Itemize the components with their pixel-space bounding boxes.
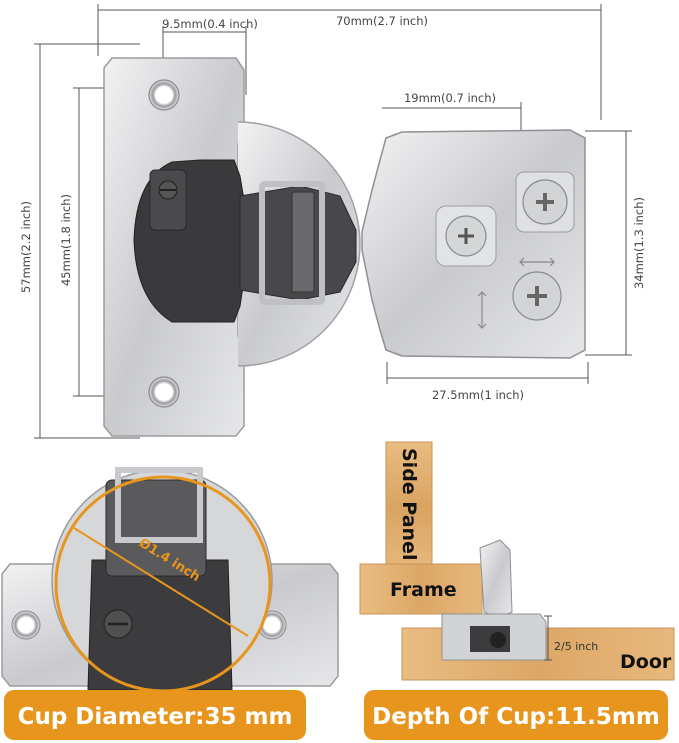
overall-width-label: 70mm(2.7 inch) xyxy=(336,14,428,28)
mounting-hole-bottom xyxy=(148,376,180,408)
mounting-hole-top xyxy=(148,79,180,111)
dimension-labels: 70mm(2.7 inch) 9.5mm(0.4 inch) 19mm(0.7 … xyxy=(19,14,646,402)
overlay-label: 2/5 inch xyxy=(554,640,598,653)
cup-diameter-line xyxy=(73,527,249,637)
cup-diameter-banner: Cup Diameter:35 mm xyxy=(4,690,306,740)
door-label: Door xyxy=(620,651,672,673)
side-panel-board xyxy=(385,441,433,573)
total-height-label: 57mm(2.2 inch) xyxy=(19,201,33,293)
hinge-side-arm xyxy=(479,539,513,619)
arm-offset-label: 19mm(0.7 inch) xyxy=(404,91,496,105)
side-arrow-icon xyxy=(519,257,555,267)
cup-detail: Ø1.4 inch xyxy=(1,467,339,693)
linkage-frame xyxy=(259,181,325,305)
hinge-top-view xyxy=(103,57,586,437)
arm-length-label: 27.5mm(1 inch) xyxy=(432,388,524,402)
cup-diameter-text: Cup Diameter:35 mm xyxy=(18,704,293,730)
arm-height-label: 34mm(1.3 inch) xyxy=(632,197,646,289)
install-diagram: Side Panel Frame Door 2/5 inch xyxy=(359,441,675,681)
cup-mechanism xyxy=(149,169,187,231)
frame-label: Frame xyxy=(390,579,457,601)
cup-depth-banner: Depth Of Cup:11.5mm xyxy=(364,690,668,740)
depth-arrow-icon xyxy=(477,291,487,329)
hole-offset-label: 9.5mm(0.4 inch) xyxy=(162,17,258,31)
side-panel-label: Side Panel xyxy=(398,448,420,560)
detail-hole-left xyxy=(11,610,41,640)
frame-board xyxy=(359,563,483,615)
hole-spacing-label: 45mm(1.8 inch) xyxy=(59,194,73,286)
cup-depth-text: Depth Of Cup:11.5mm xyxy=(372,704,660,730)
